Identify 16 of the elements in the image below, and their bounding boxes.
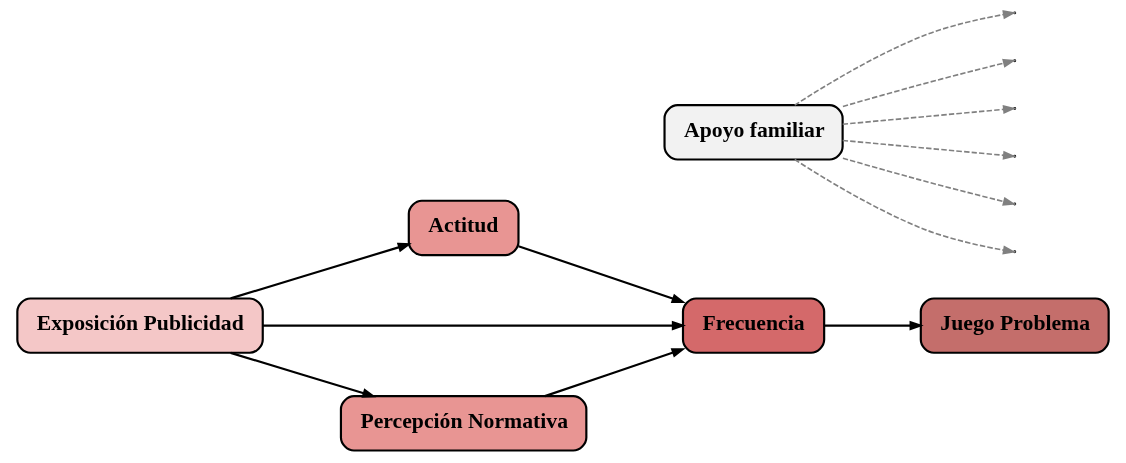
arrow <box>842 58 1016 108</box>
node-box: Apoyo familiar <box>663 104 844 161</box>
node-box: Exposición Publicidad <box>16 297 264 354</box>
arrow <box>841 139 1017 160</box>
node-box: Actitud <box>407 199 520 257</box>
arrow <box>518 245 686 304</box>
arrow <box>841 104 1017 126</box>
node-box: Frecuencia <box>681 297 826 354</box>
node-box: Percepción Normativa <box>339 395 588 452</box>
arrow <box>793 10 1016 106</box>
arrow <box>544 348 686 398</box>
arrow <box>824 320 924 331</box>
node-box: Juego Problema <box>919 297 1110 354</box>
arrow <box>263 320 686 331</box>
arrow <box>230 351 377 398</box>
arrow <box>230 242 412 300</box>
